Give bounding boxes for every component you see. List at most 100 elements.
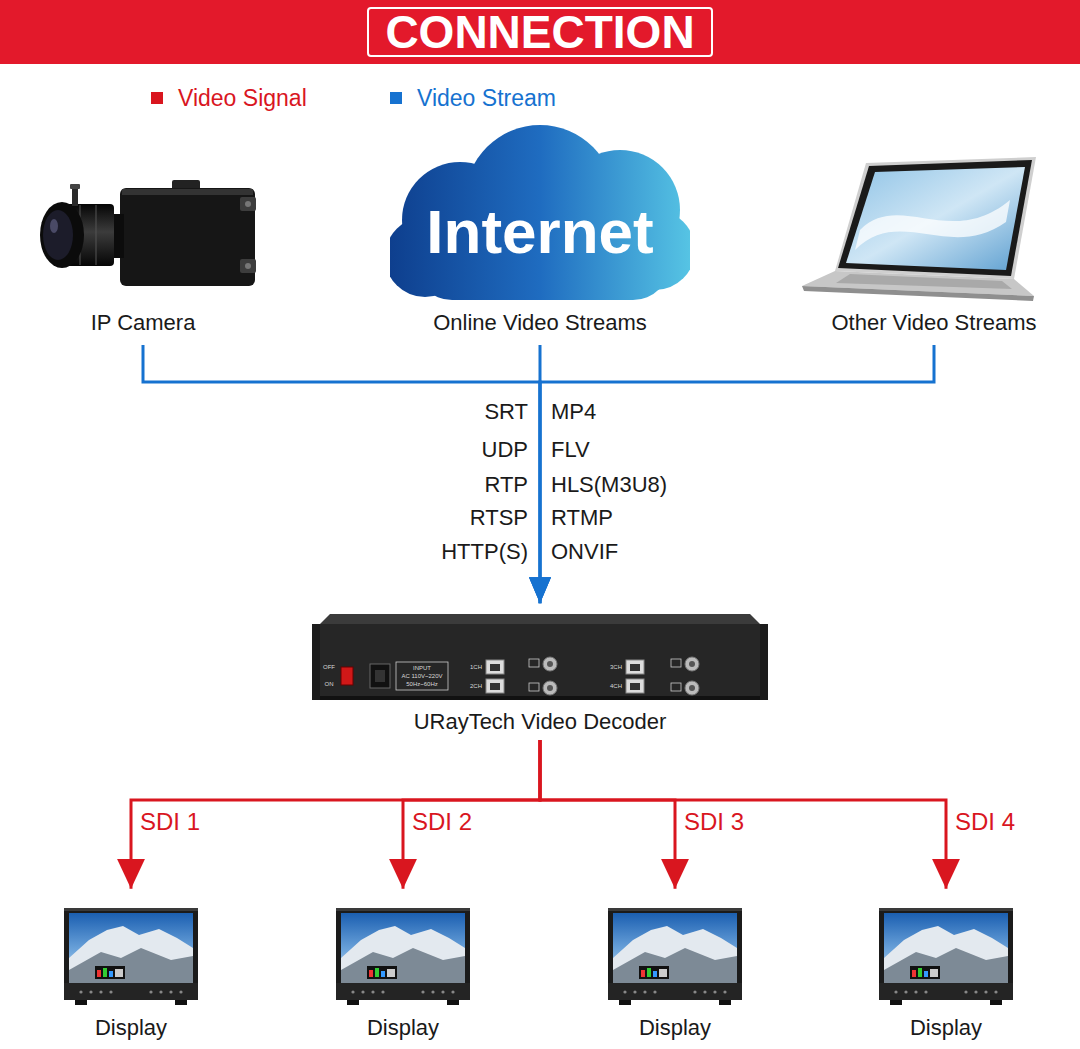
video-decoder-illustration-part [490,664,500,671]
title-banner-part [368,8,712,56]
title-banner-part [0,0,1080,64]
camera-node: IP Camera [40,180,246,345]
cloud-node: InternetOnline Video Streams [390,125,690,345]
panel-marking: AC 110V~220V [401,673,442,680]
video-decoder-illustration-part [320,696,760,700]
video-decoder-illustration-part [689,685,695,691]
protocol-label: FLV [551,437,590,463]
display-node: Display [875,900,1017,1045]
legend-swatch [151,92,163,104]
ip-camera-illustration-part [50,219,58,233]
protocol-label: UDP [482,437,528,463]
legend-entry: Video Signal [151,83,307,113]
signal-connector [403,740,540,889]
ip-camera-illustration-part [40,202,84,268]
laptop-illustration-part [835,157,1036,279]
video-decoder-illustration-part [547,661,553,667]
stream-connector [540,345,934,603]
signal-connector [540,740,675,889]
protocol-label: MP4 [551,399,596,425]
video-decoder-illustration-part [396,662,448,690]
panel-marking: 1CH [470,664,482,671]
ip-camera-illustration-part [245,201,251,207]
display-node: Display [604,900,746,1045]
legend-text: Video Signal [178,85,307,112]
cloud-heading: Internet [390,197,690,267]
legend-text: Video Stream [417,85,556,112]
signal-connector [540,740,946,889]
panel-marking: 4CH [610,683,622,690]
protocol-label: SRT [484,399,528,425]
legend-entry: Video Stream [390,83,556,113]
ip-camera-illustration-part [240,259,256,273]
video-decoder-illustration-part [671,659,681,667]
video-decoder-illustration-part [529,683,539,691]
node-label: Display [875,1015,1017,1041]
signal-connector [131,740,540,889]
panel-marking: OFF [323,664,335,671]
protocol-label: ONVIF [551,539,618,565]
laptop-illustration-part [846,167,1025,270]
video-decoder-illustration-part [486,679,504,693]
ip-camera-illustration-part [70,184,80,189]
video-decoder-illustration-part [685,657,699,671]
panel-marking: 2CH [470,683,482,690]
protocol-label: HTTP(S) [441,539,528,565]
laptop-illustration [802,157,1036,301]
ip-camera-illustration-part [120,188,255,286]
laptop-node: Other Video Streams [822,150,1046,345]
node-label: Online Video Streams [390,310,690,336]
video-decoder-illustration-part [685,681,699,695]
monitor-illustrations-part [64,908,198,1005]
sdi-label: SDI 2 [412,808,472,836]
video-decoder-illustration-part [547,685,553,691]
video-decoder-illustration-part [689,661,695,667]
sdi-label: SDI 4 [955,808,1015,836]
video-decoder-illustration-part [630,664,640,671]
video-decoder-illustration [312,614,768,700]
legend-swatch [390,92,402,104]
video-decoder-illustration-part [375,670,385,682]
ip-camera-illustration-part [96,205,97,265]
node-label: Display [332,1015,474,1041]
video-decoder-illustration-part [671,683,681,691]
video-decoder-illustration-part [626,679,644,693]
protocol-label: RTSP [470,505,528,531]
protocol-label: HLS(M3U8) [551,472,667,498]
video-decoder-illustration-part [543,657,557,671]
video-decoder-illustration-part [312,624,320,700]
decoder-node: URayTech Video Decoder [310,612,770,740]
node-label: Other Video Streams [822,310,1046,336]
monitor-illustrations-part [879,908,1013,1005]
video-decoder-illustration-part [626,660,644,674]
panel-marking: 50Hz~60Hz [406,681,438,688]
node-label: URayTech Video Decoder [310,709,770,735]
laptop-illustration-part [802,286,1034,301]
ip-camera-illustration-part [245,263,251,269]
ip-camera-illustration-part [240,197,256,211]
laptop-illustration-part [855,200,1010,250]
node-label: Display [60,1015,202,1041]
video-decoder-illustration-part [370,664,390,688]
video-decoder-illustration-part [529,659,539,667]
ip-camera-illustration [40,180,256,286]
video-decoder-illustration-part [320,624,760,700]
video-decoder-illustration-part [320,614,760,624]
video-decoder-illustration-part [486,660,504,674]
display-node: Display [60,900,202,1045]
panel-marking: INPUT [413,665,431,672]
panel-marking: ON [325,681,334,688]
sdi-label: SDI 3 [684,808,744,836]
ip-camera-illustration-part [43,210,73,260]
monitor-illustrations [64,908,1013,1005]
laptop-illustration-part [838,160,1032,276]
cloud-shape [390,125,690,300]
video-decoder-illustration-part [543,681,557,695]
sdi-label: SDI 1 [140,808,200,836]
monitor-illustrations-part [336,908,470,1005]
monitor-illustrations-part [608,908,742,1005]
panel-marking: 3CH [610,664,622,671]
video-decoder-illustration-part [630,683,640,690]
video-decoder-illustration-part [760,624,768,700]
